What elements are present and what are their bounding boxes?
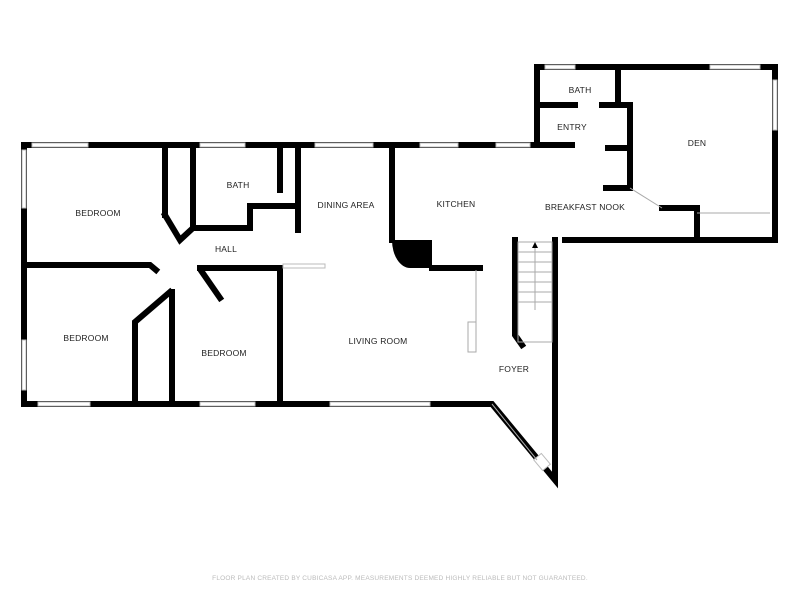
kitchen-counter: [392, 240, 432, 268]
room-label-bedroom: BEDROOM: [75, 208, 121, 218]
room-label-bath: BATH: [226, 180, 250, 190]
room-label-breakfast-nook: BREAKFAST NOOK: [544, 202, 626, 212]
room-label-kitchen: KITCHEN: [436, 199, 476, 209]
disclaimer-footer: FLOOR PLAN CREATED BY CUBICASA APP. MEAS…: [212, 575, 588, 582]
room-label-bedroom: BEDROOM: [63, 333, 109, 343]
walls: [21, 64, 778, 489]
room-label-foyer: FOYER: [498, 364, 530, 374]
room-label-hall: HALL: [214, 244, 238, 254]
room-label-entry: ENTRY: [557, 122, 587, 132]
room-label-dining-area: DINING AREA: [317, 200, 375, 210]
room-label-living-room: LIVING ROOM: [348, 336, 408, 346]
room-label-bedroom: BEDROOM: [201, 348, 247, 358]
thin-lines: [467, 187, 770, 461]
stairs: [517, 241, 553, 343]
room-label-den: DEN: [687, 138, 707, 148]
windows: [21, 64, 778, 472]
room-label-bath: BATH: [568, 85, 592, 95]
